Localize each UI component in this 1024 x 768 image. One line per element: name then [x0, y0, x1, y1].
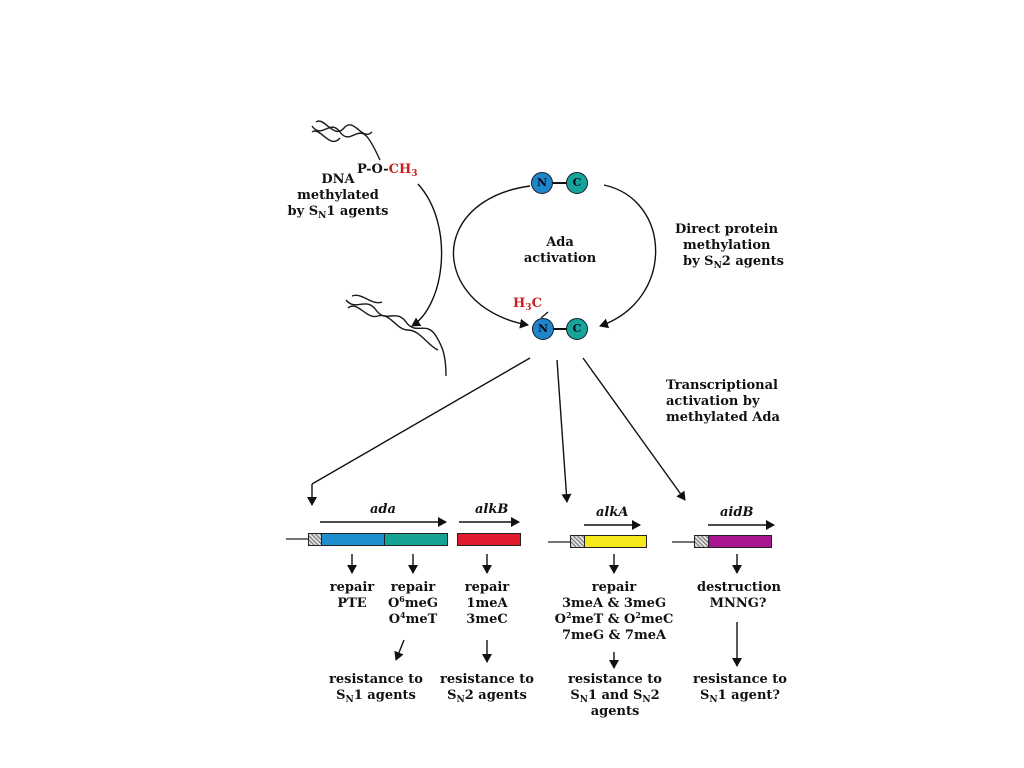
- resistance-sn1-agent: resistance to SN1 agent?: [693, 672, 787, 705]
- arrow-to-aidB: [582, 357, 686, 501]
- direct-methylation-label: Direct protein methylation by SN2 agents: [675, 222, 784, 271]
- methylated-ada-c-bubble: C: [566, 318, 588, 340]
- ada-c-domain-bubble: C: [566, 172, 588, 194]
- cycle-arc-right: [599, 184, 657, 329]
- resistance-sn1-sn2: resistance to SN1 and SN2 agents: [568, 672, 662, 719]
- product-o6meg: repair O6meG O4meT: [387, 580, 439, 627]
- cycle-arc-left-inner: [452, 185, 531, 329]
- gene-name-ada: ada: [370, 502, 396, 517]
- aidB-promoter: [694, 535, 709, 548]
- h3c-bond: [540, 311, 549, 319]
- dna-helix-top: [311, 120, 381, 161]
- dna-helix-bottom: [345, 294, 447, 377]
- transcriptional-activation-label: Transcriptional activation by methylated…: [666, 378, 780, 425]
- arrow-to-alkA: [556, 359, 572, 503]
- nc-linker: [552, 182, 567, 184]
- gene-name-alkB: alkB: [475, 502, 509, 517]
- arrow-to-ada: [311, 357, 531, 485]
- ada-promoter: [308, 533, 322, 546]
- product-alkb: repair 1meA 3meC: [464, 580, 510, 627]
- ada-activation-label: Ada activation: [523, 235, 597, 266]
- gene-name-alkA: alkA: [596, 505, 629, 520]
- product-pte: repair PTE: [329, 580, 375, 611]
- resistance-sn2: resistance to SN2 agents: [440, 672, 534, 705]
- alkB-gene: [457, 533, 521, 546]
- methyl-phosphate-label: P-O-CH3: [357, 162, 418, 179]
- resistance-sn1: resistance to SN1 agents: [329, 672, 423, 705]
- h3c-methyl-label: H3C: [513, 296, 542, 313]
- ada-gene-n-region: [321, 533, 385, 546]
- dna-methylated-label: DNA methylated by SN1 agents: [287, 172, 389, 221]
- product-aidb: destruction MNNG?: [697, 580, 781, 611]
- aidB-gene: [708, 535, 772, 548]
- alkA-gene: [584, 535, 647, 548]
- methylated-ada-n-bubble: N: [532, 318, 554, 340]
- ada-gene-c-region: [384, 533, 448, 546]
- nc-linker-methylated: [553, 328, 567, 330]
- alkA-promoter: [570, 535, 585, 548]
- cycle-arc-left-outer: [411, 183, 443, 327]
- ada-n-domain-bubble: N: [531, 172, 553, 194]
- product-alka: repair 3meA & 3meG O2meT & O2meC 7meG & …: [554, 580, 674, 643]
- arrow-res1: [394, 639, 405, 661]
- gene-name-aidB: aidB: [720, 505, 754, 520]
